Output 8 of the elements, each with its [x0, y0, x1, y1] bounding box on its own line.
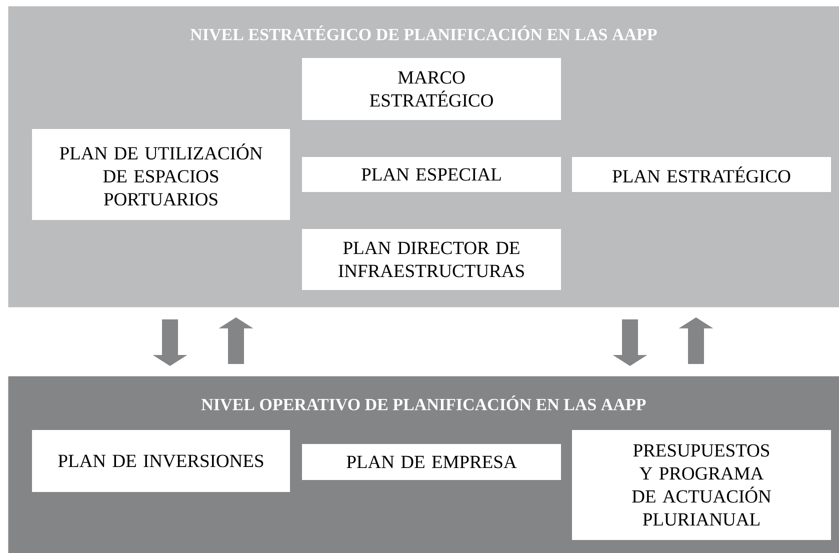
plan-box: PLAN ESTRATÉGICO [572, 157, 831, 192]
plan-box: PLAN DIRECTOR DE INFRAESTRUCTURAS [302, 229, 561, 290]
plan-box: PRESUPUESTOS Y PROGRAMA DE ACTUACIÓN PLURIANUAL [572, 430, 831, 540]
plan-box: PLAN DE EMPRESA [302, 444, 561, 480]
plan-box: PLAN DE INVERSIONES [32, 430, 290, 492]
plan-box: PLAN DE UTILIZACIÓN DE ESPACIOS PORTUARIOS [32, 129, 290, 220]
plan-box: MARCO ESTRATÉGICO [302, 58, 561, 120]
plan-box: PLAN ESPECIAL [302, 157, 561, 192]
